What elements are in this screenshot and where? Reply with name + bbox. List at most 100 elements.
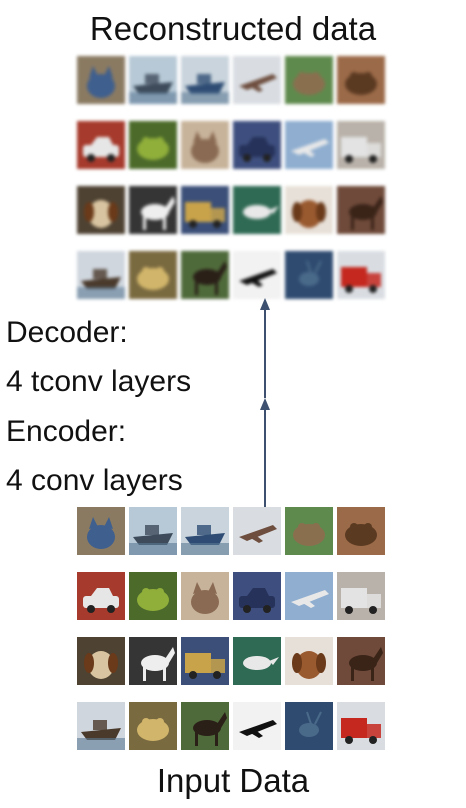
- deer-image: [285, 251, 333, 299]
- decoder-detail-label: 4 tconv layers: [6, 365, 192, 398]
- input-thumbnail-bird: [233, 637, 281, 685]
- input-thumbnail-cat: [181, 572, 229, 620]
- automobile-image: [233, 572, 281, 620]
- reconstructed-thumbnail-automobile: [233, 121, 281, 169]
- reconstructed-thumbnail-ship: [129, 56, 177, 104]
- frog-image: [285, 507, 333, 555]
- truck-image: [337, 121, 385, 169]
- horse-image: [337, 637, 385, 685]
- arrow-head-upper: [260, 298, 270, 310]
- ship-image: [77, 702, 125, 750]
- reconstructed-thumbnail-horse: [129, 186, 177, 234]
- decoder-label: Decoder:: [6, 316, 128, 349]
- reconstructed-thumbnail-deer: [285, 251, 333, 299]
- input-thumbnail-frog: [337, 507, 385, 555]
- ship-image: [129, 507, 177, 555]
- reconstructed-thumbnail-bird: [233, 186, 281, 234]
- data-flow-arrow: [260, 298, 270, 513]
- input-thumbnail-ship: [77, 702, 125, 750]
- ship-image: [129, 56, 177, 104]
- cat-image: [77, 56, 125, 104]
- input-thumbnail-dog: [77, 637, 125, 685]
- input-thumbnail-frog: [285, 507, 333, 555]
- input-thumbnail-automobile: [233, 572, 281, 620]
- frog-image: [129, 251, 177, 299]
- truck-image: [337, 251, 385, 299]
- frog-image: [129, 702, 177, 750]
- bird-image: [233, 637, 281, 685]
- automobile-image: [233, 121, 281, 169]
- input-thumbnail-dog: [285, 637, 333, 685]
- input-thumbnail-automobile: [77, 572, 125, 620]
- reconstructed-thumbnail-dog: [77, 186, 125, 234]
- input-thumbnail-cat: [77, 507, 125, 555]
- reconstructed-thumbnail-truck: [337, 251, 385, 299]
- reconstructed-thumbnail-ship: [77, 251, 125, 299]
- encoder-detail-label: 4 conv layers: [6, 464, 183, 497]
- frog-image: [337, 56, 385, 104]
- frog-image: [337, 507, 385, 555]
- dog-image: [77, 637, 125, 685]
- automobile-image: [77, 572, 125, 620]
- deer-image: [285, 702, 333, 750]
- input-thumbnail-deer: [285, 702, 333, 750]
- horse-image: [129, 186, 177, 234]
- reconstructed-thumbnail-ship: [181, 56, 229, 104]
- arrow-head-lower: [260, 398, 270, 410]
- input-thumbnail-airplane: [233, 507, 281, 555]
- dog-image: [77, 186, 125, 234]
- airplane-image: [233, 56, 281, 104]
- reconstructed-thumbnail-airplane: [233, 56, 281, 104]
- airplane-image: [285, 572, 333, 620]
- truck-image: [337, 702, 385, 750]
- reconstructed-thumbnail-frog: [129, 251, 177, 299]
- airplane-image: [233, 507, 281, 555]
- ship-image: [77, 251, 125, 299]
- horse-image: [129, 637, 177, 685]
- cat-image: [181, 572, 229, 620]
- frog-image: [285, 56, 333, 104]
- encoder-label: Encoder:: [6, 415, 127, 448]
- input-thumbnail-truck: [337, 702, 385, 750]
- reconstructed-thumbnail-airplane: [285, 121, 333, 169]
- automobile-image: [77, 121, 125, 169]
- input-thumbnail-horse: [129, 637, 177, 685]
- input-thumbnail-frog: [129, 702, 177, 750]
- frog-image: [129, 572, 177, 620]
- reconstructed-thumbnail-dog: [285, 186, 333, 234]
- cat-image: [77, 507, 125, 555]
- reconstructed-data-title: Reconstructed data: [89, 10, 377, 47]
- reconstructed-image-grid: [77, 56, 387, 300]
- bird-image: [233, 186, 281, 234]
- reconstructed-thumbnail-truck: [181, 186, 229, 234]
- input-image-grid: [77, 507, 387, 751]
- ship-image: [181, 56, 229, 104]
- truck-image: [337, 572, 385, 620]
- input-thumbnail-frog: [129, 572, 177, 620]
- airplane-image: [233, 251, 281, 299]
- reconstructed-thumbnail-horse: [337, 186, 385, 234]
- input-thumbnail-airplane: [233, 702, 281, 750]
- input-thumbnail-ship: [129, 507, 177, 555]
- reconstructed-thumbnail-automobile: [77, 121, 125, 169]
- airplane-image: [233, 702, 281, 750]
- input-thumbnail-truck: [181, 637, 229, 685]
- horse-image: [337, 186, 385, 234]
- reconstructed-thumbnail-frog: [285, 56, 333, 104]
- input-thumbnail-horse: [337, 637, 385, 685]
- input-thumbnail-horse: [181, 702, 229, 750]
- airplane-image: [285, 121, 333, 169]
- reconstructed-thumbnail-cat: [77, 56, 125, 104]
- ship-image: [181, 507, 229, 555]
- reconstructed-thumbnail-horse: [181, 251, 229, 299]
- input-thumbnail-airplane: [285, 572, 333, 620]
- input-data-title: Input Data: [156, 762, 310, 799]
- truck-image: [181, 637, 229, 685]
- reconstructed-thumbnail-frog: [337, 56, 385, 104]
- dog-image: [285, 637, 333, 685]
- reconstructed-thumbnail-airplane: [233, 251, 281, 299]
- input-thumbnail-ship: [181, 507, 229, 555]
- reconstructed-thumbnail-cat: [181, 121, 229, 169]
- dog-image: [285, 186, 333, 234]
- reconstructed-thumbnail-truck: [337, 121, 385, 169]
